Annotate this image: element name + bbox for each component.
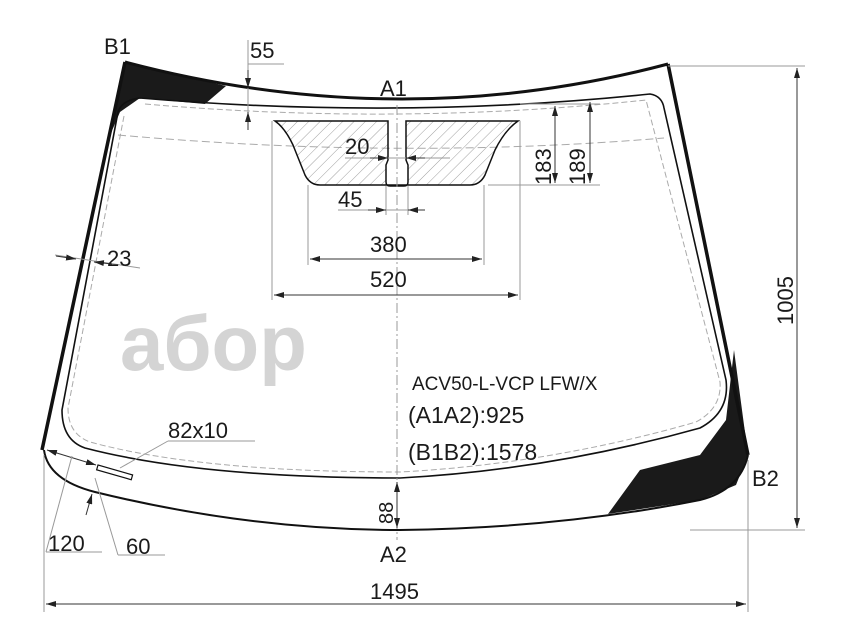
point-a2-label: A2 [380,542,407,567]
dim-20: 20 [345,134,369,159]
dim-88: 88 [376,502,398,524]
part-code: ACV50-L-VCP LFW/X [412,374,598,395]
glass-outer-edge [124,60,669,101]
dim-23: 23 [107,246,131,271]
dim-183: 183 [531,148,556,185]
dim-55: 55 [250,38,274,63]
dimension-lines [43,40,805,612]
dim-45: 45 [338,187,362,212]
watermark-logo: aбop [120,299,307,387]
part-a1a2: (A1A2):925 [408,402,524,428]
point-b1-label: B1 [104,34,131,59]
dim-520: 520 [370,267,407,292]
dim-380: 380 [370,232,407,257]
dim-189: 189 [565,148,590,185]
dim-1005: 1005 [773,276,798,325]
dim-1495: 1495 [370,579,419,604]
glass-inner-edge [61,93,728,479]
frit-top-left [108,62,226,140]
dim-120: 120 [48,531,85,556]
glass-right-edge [666,63,750,456]
glass-bottom-edge [43,449,749,532]
point-b2-label: B2 [752,466,779,491]
glass-inner-dashed [67,99,721,473]
vin-window [95,464,134,481]
part-b1b2: (B1B2):1578 [408,439,537,465]
dim-82x10: 82x10 [168,418,228,443]
glass-left-edge [40,61,127,451]
sensor-area-hatched [272,120,521,187]
frit-bottom-right [608,350,748,514]
point-a1-label: A1 [380,76,407,101]
blackband-dashed-line [117,134,665,149]
dim-60: 60 [126,534,150,559]
